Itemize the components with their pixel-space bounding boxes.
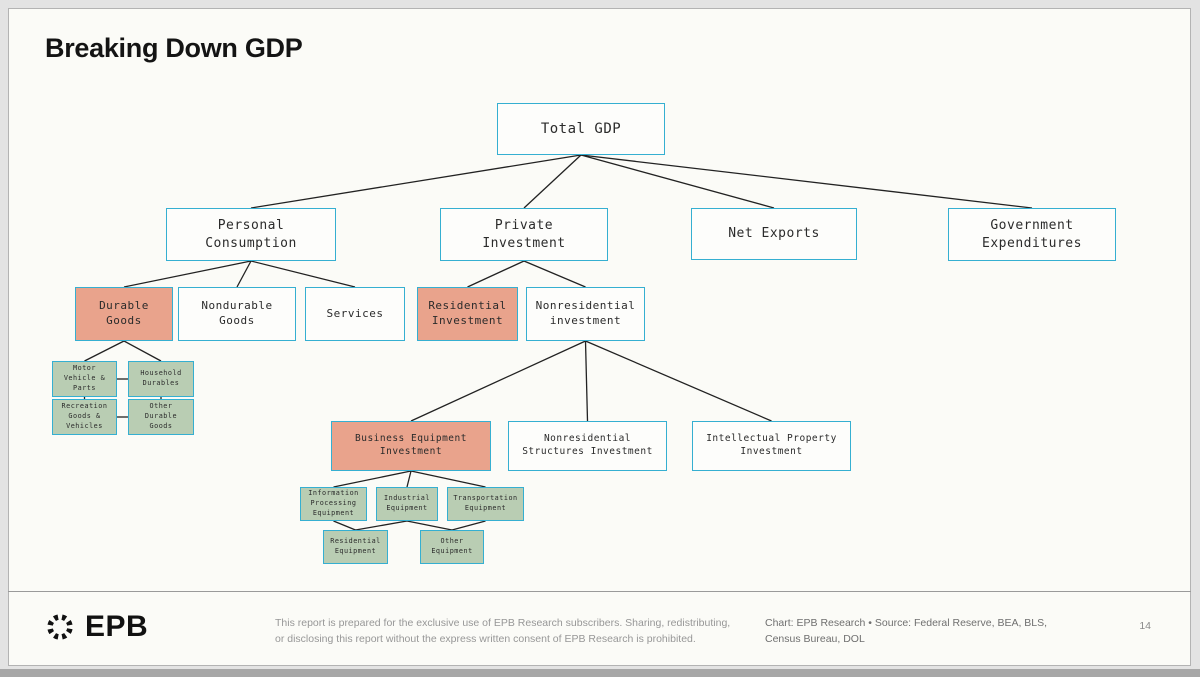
- node-other-equipment: Other Equipment: [420, 530, 484, 564]
- footer-divider: [8, 591, 1191, 592]
- footer-disclaimer: This report is prepared for the exclusiv…: [275, 617, 731, 646]
- node-intellectual-property-investment: Intellectual Property Investment: [692, 421, 851, 471]
- node-motor-vehicle-parts: Motor Vehicle & Parts: [52, 361, 117, 397]
- node-household-durables: Household Durables: [128, 361, 194, 397]
- node-information-processing-equipment: Information Processing Equipment: [300, 487, 367, 521]
- node-recreation-goods-vehicles: Recreation Goods & Vehicles: [52, 399, 117, 435]
- node-durable-goods: Durable Goods: [75, 287, 173, 341]
- node-nonresidential-structures-investment: Nonresidential Structures Investment: [508, 421, 667, 471]
- node-transportation-equipment: Transportation Equipment: [447, 487, 524, 521]
- node-total-gdp: Total GDP: [497, 103, 665, 155]
- node-nonresidential-investment: Nonresidential investment: [526, 287, 645, 341]
- node-personal-consumption: Personal Consumption: [166, 208, 336, 261]
- page-title: Breaking Down GDP: [45, 33, 303, 63]
- node-net-exports: Net Exports: [691, 208, 857, 260]
- node-other-durable-goods: Other Durable Goods: [128, 399, 194, 435]
- node-services: Services: [305, 287, 405, 341]
- footer-credits: Chart: EPB Research • Source: Federal Re…: [765, 617, 1048, 646]
- node-residential-investment: Residential Investment: [417, 287, 518, 341]
- node-private-investment: Private Investment: [440, 208, 608, 261]
- epb-logo: EPB: [44, 610, 148, 644]
- node-nondurable-goods: Nondurable Goods: [178, 287, 296, 341]
- node-government-expenditures: Government Expenditures: [948, 208, 1116, 261]
- page-number: 14: [1139, 620, 1151, 632]
- epb-logo-text: EPB: [85, 610, 149, 643]
- epb-logo-icon: [44, 611, 76, 643]
- node-residential-equipment: Residential Equipment: [323, 530, 388, 564]
- footer: EPB This report is prepared for the excl…: [8, 592, 1191, 666]
- node-industrial-equipment: Industrial Equipment: [376, 487, 438, 521]
- bottom-band: [0, 669, 1200, 677]
- node-business-equipment-investment: Business Equipment Investment: [331, 421, 491, 471]
